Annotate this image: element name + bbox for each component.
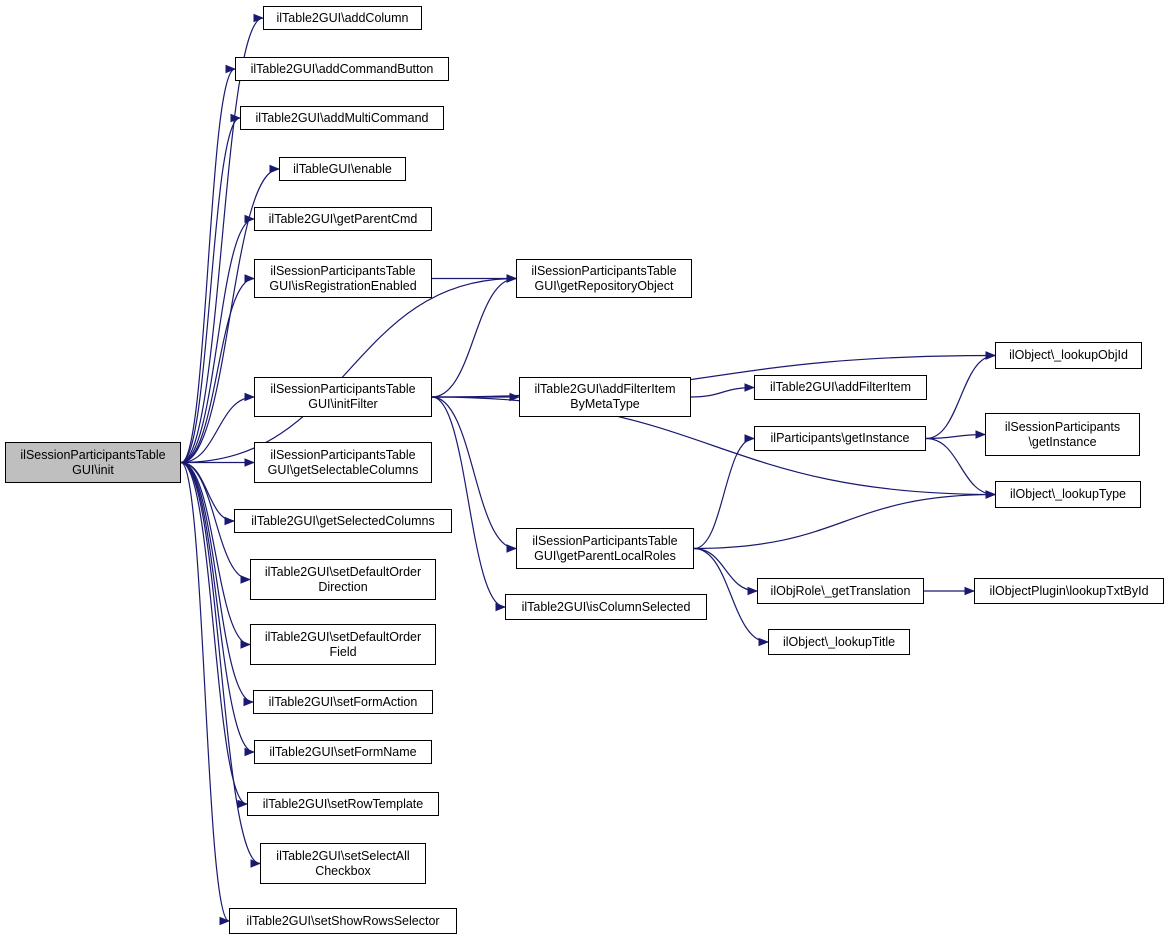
node-label-line: ilTable2GUI\addFilterItem (769, 380, 912, 394)
node-label-line: ilTable2GUI\getParentCmd (268, 211, 418, 226)
node-label-line: GUI\init (72, 462, 114, 477)
node-label-line: Direction (318, 579, 368, 594)
node-label-line: GUI\getParentLocalRoles (534, 548, 676, 563)
edge-initFilter-to-getRepositoryObject (431, 274, 518, 398)
node-label-line: ilSessionParticipantsTable (20, 447, 166, 462)
edge-root-to-setSelectAllCheckbox (180, 461, 262, 868)
node-label-line: GUI\getRepositoryObject (534, 278, 674, 293)
edge-root-to-addCommandButton (180, 64, 237, 464)
node-label-line: \getInstance (1028, 434, 1097, 449)
edge-root-to-setDefaultOrderField (180, 461, 252, 649)
node-get-parent-local-roles[interactable]: ilSessionParticipantsTable GUI\getParent… (516, 528, 694, 569)
edge-initFilter-to-isColumnSelected (431, 396, 507, 612)
edge-root-to-addMultiCommand (180, 113, 242, 464)
node-label-line: ilTable2GUI\setShowRowsSelector (246, 913, 440, 928)
edge-root-to-setDefaultOrderDirection (180, 461, 252, 584)
node-get-selected-columns[interactable]: ilTable2GUI\getSelectedColumns (234, 509, 452, 533)
edge-root-to-getParentCmd (180, 214, 256, 464)
edge-getParentLocalRoles-to-lookupTitle (693, 547, 770, 647)
node-label-line: ilTable2GUI\addFilterItem (534, 382, 676, 396)
edge-root-to-setRowTemplate (180, 461, 249, 809)
node-add-column[interactable]: ilTable2GUI\addColumn (263, 6, 422, 30)
node-label-line: ilSessionParticipantsTable (270, 447, 416, 462)
node-add-multi-command[interactable]: ilTable2GUI\addMultiCommand (240, 106, 444, 130)
edge-root-to-setShowRowsSelector (180, 461, 231, 926)
node-label-line: GUI\isRegistrationEnabled (269, 278, 417, 293)
node-label-line: GUI\initFilter (308, 397, 378, 411)
node-get-translation[interactable]: ilObjRole\_getTranslation (757, 578, 924, 604)
node-get-parent-cmd[interactable]: ilTable2GUI\getParentCmd (254, 207, 432, 231)
node-set-default-order-direction[interactable]: ilTable2GUI\setDefaultOrder Direction (250, 559, 436, 600)
node-label-line: ilSessionParticipantsTable (531, 263, 677, 278)
node-label-line: ilTable2GUI\setSelectAll (276, 848, 410, 863)
node-label-line: ilObject\_lookupTitle (782, 634, 896, 649)
node-get-selectable-columns[interactable]: ilSessionParticipantsTable GUI\getSelect… (254, 442, 432, 483)
node-label-line: ilObjectPlugin\lookupTxtById (989, 583, 1149, 598)
edge-root-to-isRegistrationEnabled (180, 274, 256, 464)
node-label-line: ilTable2GUI\setDefaultOrder (264, 629, 422, 644)
node-label-line: ilTable2GUI\addCommandButton (250, 61, 434, 76)
node-label-line: ilTableGUI\enable (293, 161, 392, 176)
node-set-show-rows-selector[interactable]: ilTable2GUI\setShowRowsSelector (229, 908, 457, 934)
node-label-line: Field (329, 644, 357, 659)
node-get-repository-object[interactable]: ilSessionParticipantsTable GUI\getReposi… (516, 259, 692, 298)
edge-root-to-initFilter (180, 392, 256, 464)
edge-root-to-setFormName (180, 461, 256, 757)
node-lookup-type[interactable]: ilObject\_lookupType (995, 481, 1141, 508)
edge-root-to-setFormAction (180, 461, 255, 707)
node-label-line: Checkbox (315, 863, 371, 878)
node-root[interactable]: ilSessionParticipantsTable GUI\init (5, 442, 181, 483)
node-label-line: ilTable2GUI\setDefaultOrder (264, 564, 422, 579)
node-set-default-order-field[interactable]: ilTable2GUI\setDefaultOrder Field (250, 624, 436, 665)
node-add-filter-item-by-meta-type[interactable]: ilTable2GUI\addFilterItem ByMetaType (519, 377, 691, 417)
node-label-line: ilTable2GUI\setFormName (269, 744, 417, 759)
node-label-line: ilTable2GUI\isColumnSelected (521, 599, 691, 614)
node-label-line: ilSessionParticipantsTable (532, 533, 678, 548)
node-label-line: GUI\getSelectableColumns (267, 462, 419, 477)
node-lookup-obj-id[interactable]: ilObject\_lookupObjId (995, 342, 1142, 369)
node-label-line: ilSessionParticipants (1004, 419, 1121, 434)
edge-getParentLocalRoles-to-getTranslation (693, 547, 759, 596)
node-label-line: ilObjRole\_getTranslation (770, 583, 911, 598)
node-label-line: ilTable2GUI\setFormAction (268, 694, 418, 709)
node-is-registration-enabled[interactable]: ilSessionParticipantsTable GUI\isRegistr… (254, 259, 432, 298)
node-participants-get-instance[interactable]: ilParticipants\getInstance (754, 426, 926, 451)
node-label-line: ilTable2GUI\getSelectedColumns (251, 513, 435, 528)
edge-initFilter-to-getParentLocalRoles (431, 396, 518, 553)
node-set-form-name[interactable]: ilTable2GUI\setFormName (254, 740, 432, 764)
node-label-line: ilTable2GUI\addMultiCommand (255, 110, 429, 125)
edge-participantsGetInstance-to-lookupObjId (925, 351, 997, 440)
node-add-filter-item[interactable]: ilTable2GUI\addFilterItem (754, 375, 927, 400)
node-label-line: ilSessionParticipantsTable (270, 263, 416, 278)
node-label-line: ilSessionParticipantsTable (270, 382, 416, 396)
edge-participantsGetInstance-to-lookupType (925, 437, 997, 499)
node-label-line: ByMetaType (570, 397, 640, 411)
edge-getParentLocalRoles-to-lookupType (693, 490, 997, 550)
node-lookup-txt-by-id[interactable]: ilObjectPlugin\lookupTxtById (974, 578, 1164, 604)
node-enable[interactable]: ilTableGUI\enable (279, 157, 406, 181)
node-set-row-template[interactable]: ilTable2GUI\setRowTemplate (247, 792, 439, 816)
node-is-column-selected[interactable]: ilTable2GUI\isColumnSelected (505, 594, 707, 620)
node-label-line: ilObject\_lookupType (1009, 487, 1127, 501)
node-label-line: ilObject\_lookupObjId (1009, 348, 1128, 362)
edge-participantsGetInstance-to-sessionParticipantsGetInstance (925, 430, 987, 440)
edge-getParentLocalRoles-to-participantsGetInstance (693, 434, 756, 550)
node-label-line: ilTable2GUI\addColumn (276, 10, 409, 25)
node-lookup-title[interactable]: ilObject\_lookupTitle (768, 629, 910, 655)
edge-addFilterItemByMetaType-to-addFilterItem (690, 383, 756, 398)
node-add-command-button[interactable]: ilTable2GUI\addCommandButton (235, 57, 449, 81)
node-label-line: ilTable2GUI\setRowTemplate (262, 796, 424, 811)
edge-root-to-addColumn (180, 13, 265, 464)
node-session-participants-get-instance[interactable]: ilSessionParticipants \getInstance (985, 413, 1140, 456)
node-set-form-action[interactable]: ilTable2GUI\setFormAction (253, 690, 433, 714)
node-init-filter[interactable]: ilSessionParticipantsTable GUI\initFilte… (254, 377, 432, 417)
node-set-select-all-checkbox[interactable]: ilTable2GUI\setSelectAll Checkbox (260, 843, 426, 884)
edge-root-to-getRepositoryObject (180, 274, 518, 464)
node-label-line: ilParticipants\getInstance (770, 431, 910, 445)
